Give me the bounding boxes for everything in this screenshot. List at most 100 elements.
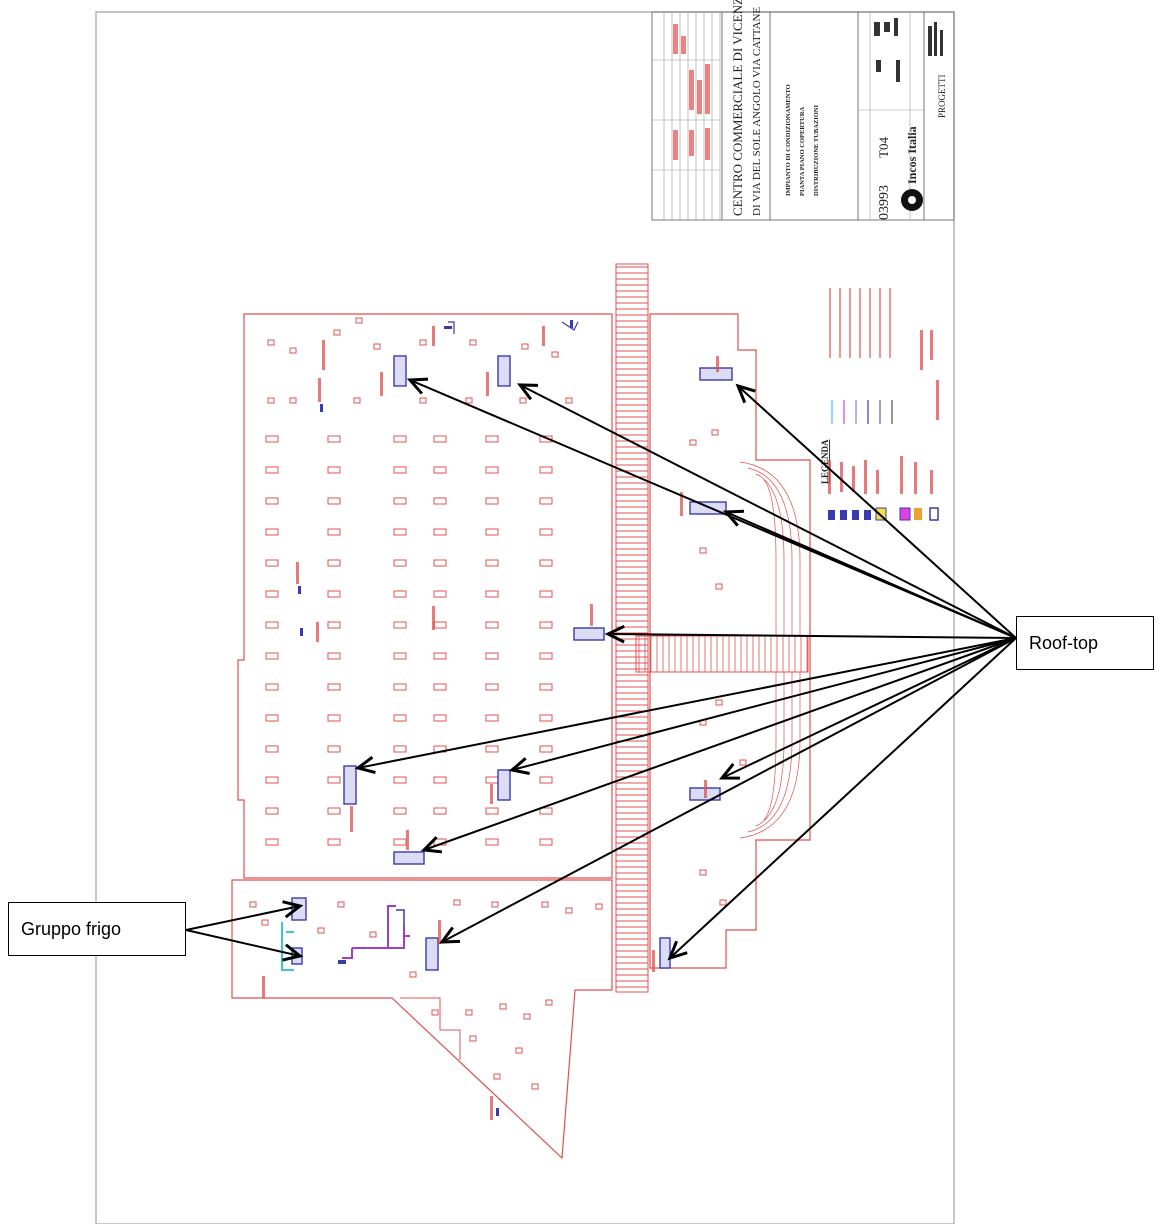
- piping: [281, 321, 579, 971]
- skylight: [433, 590, 447, 598]
- arrow-head: [438, 926, 461, 944]
- skylight: [265, 745, 279, 753]
- callout-arrow: [721, 637, 1017, 779]
- skylight: [327, 652, 341, 660]
- skylight: [485, 497, 499, 505]
- skylight: [485, 714, 499, 722]
- rooftop-unit: [659, 937, 671, 969]
- roof-fixture: [531, 1083, 539, 1090]
- skylight: [327, 838, 341, 846]
- skylight: [433, 466, 447, 474]
- sheet-border: [95, 11, 955, 1224]
- arrow-head: [604, 624, 625, 644]
- callout-arrow: [737, 385, 1017, 639]
- skylight: [539, 466, 553, 474]
- skylight: [539, 559, 553, 567]
- roof-fixture: [711, 429, 719, 436]
- skylight: [539, 776, 553, 784]
- skylight: [393, 683, 407, 691]
- skylight: [485, 838, 499, 846]
- skylight: [265, 528, 279, 536]
- roof-fixture: [289, 397, 297, 404]
- skylight: [393, 621, 407, 629]
- roof-fixture: [699, 547, 707, 554]
- bridge-stairs: [635, 635, 809, 673]
- skylight: [485, 776, 499, 784]
- skylight: [265, 838, 279, 846]
- skylight: [327, 807, 341, 815]
- skylight: [433, 497, 447, 505]
- skylight: [265, 621, 279, 629]
- project-title: CENTRO COMMERCIALE DI VICENZA: [730, 0, 745, 216]
- callout-arrow: [607, 633, 1017, 639]
- skylight: [433, 776, 447, 784]
- skylight: [539, 435, 553, 443]
- arrow-head: [354, 755, 376, 774]
- rooftop-unit: [393, 355, 407, 387]
- skylight: [485, 528, 499, 536]
- company-name: Incos Italia: [905, 126, 919, 184]
- skylight: [265, 714, 279, 722]
- skylight: [393, 590, 407, 598]
- skylight: [327, 497, 341, 505]
- skylight: [539, 745, 553, 753]
- skylight: [433, 621, 447, 629]
- arrow-head: [508, 757, 530, 775]
- skylight: [393, 745, 407, 753]
- roof-fixture: [595, 903, 603, 910]
- skylight: [327, 528, 341, 536]
- skylight: [265, 683, 279, 691]
- roof-fixture: [419, 339, 427, 346]
- roof-fixture: [715, 699, 723, 706]
- skylight: [433, 683, 447, 691]
- arrow-head: [282, 900, 304, 919]
- skylight: [393, 466, 407, 474]
- skylight: [539, 621, 553, 629]
- roof-fixture: [337, 901, 345, 908]
- roof-fixture: [499, 1003, 507, 1010]
- callout-arrow: [357, 637, 1017, 769]
- skylight: [327, 621, 341, 629]
- roof-fixture: [739, 759, 747, 766]
- drawing-title-2: PIANTA PIANO COPERTURA: [799, 106, 806, 196]
- skylight: [393, 497, 407, 505]
- skylight: [327, 683, 341, 691]
- callout-arrow: [725, 511, 1017, 639]
- legend: LEGENDA: [820, 288, 939, 521]
- callout-arrows: [185, 377, 1017, 962]
- skylight: [539, 683, 553, 691]
- rooftop-callout: Roof-top: [1016, 616, 1154, 670]
- skylight: [539, 807, 553, 815]
- arrow-head: [516, 383, 539, 401]
- skylight: [265, 435, 279, 443]
- skylight: [539, 590, 553, 598]
- callout-arrow: [185, 929, 301, 957]
- drawing-title-1: IMPIANTO DI CONDIZIONAMENTO: [785, 84, 792, 196]
- rooftop-unit: [393, 851, 425, 865]
- skylight: [433, 435, 447, 443]
- arrow-head: [420, 836, 443, 854]
- callout-arrow: [185, 905, 301, 931]
- arrow-head: [406, 377, 429, 395]
- skylight: [433, 652, 447, 660]
- designer-name: PROGETTI: [937, 75, 947, 119]
- sheet-code: T04: [876, 137, 891, 158]
- skylight: [485, 807, 499, 815]
- roof-fixture: [369, 931, 377, 938]
- skylight: [327, 559, 341, 567]
- roof-fixture: [355, 317, 363, 324]
- curved-ramp: [739, 461, 801, 839]
- roof-fixture: [261, 919, 269, 926]
- roof-fixture: [699, 869, 707, 876]
- skylight: [393, 528, 407, 536]
- arrow-head: [282, 943, 304, 962]
- skylight: [327, 714, 341, 722]
- callout-arrow: [423, 637, 1017, 851]
- skylight: [393, 435, 407, 443]
- roof-fixture: [523, 1013, 531, 1020]
- roof-fixture: [493, 1073, 501, 1080]
- skylight: [265, 497, 279, 505]
- roof-fixture: [419, 397, 427, 404]
- roof-fixture: [409, 971, 417, 978]
